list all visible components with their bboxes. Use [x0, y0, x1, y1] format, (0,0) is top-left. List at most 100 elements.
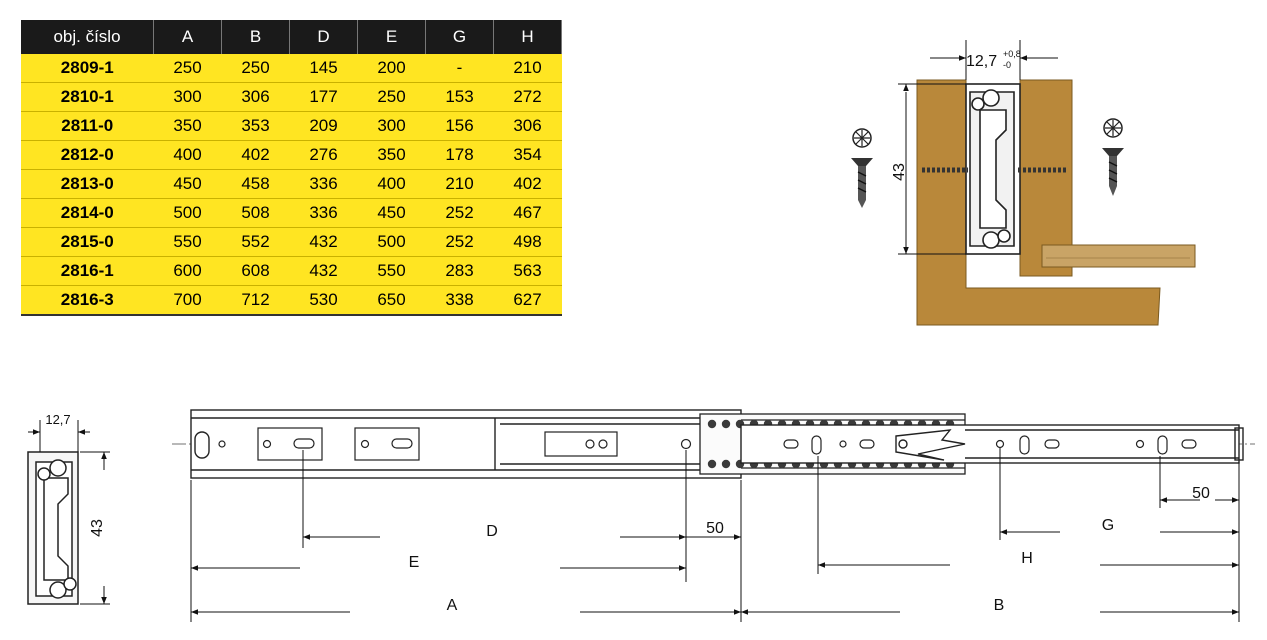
screw-icon-right [1102, 118, 1124, 196]
dimension-cell: 450 [153, 169, 222, 199]
dimension-label-g: G [1102, 517, 1114, 534]
profile-diagram: 12,7 43 [27, 412, 110, 605]
dimension-label-a: A [447, 597, 458, 614]
ball-bearing [707, 459, 717, 469]
product-code-cell: 2809-1 [21, 54, 154, 83]
dimension-cell: 250 [153, 54, 222, 83]
dimension-cell: 600 [153, 256, 222, 286]
dimension-cell: 700 [153, 285, 222, 316]
outer-rail-slots [218, 427, 729, 461]
slide-diagram: D 50 E A B H G 50 [172, 409, 1255, 622]
dimension-cell: 530 [289, 285, 358, 316]
mount-height-label: 43 [891, 163, 908, 181]
product-code-cell: 2810-1 [21, 82, 154, 112]
table-header-row: obj. číslo A B D E G H [21, 20, 562, 54]
dimension-cell: 306 [493, 111, 562, 141]
product-code-cell: 2813-0 [21, 169, 154, 199]
product-code-cell: 2816-1 [21, 256, 154, 286]
dimension-cell: 432 [289, 256, 358, 286]
dimension-cell: 400 [357, 169, 426, 199]
dimension-cell: 250 [357, 82, 426, 112]
dimension-label-50-left: 50 [706, 520, 724, 537]
dimension-cell: 498 [493, 227, 562, 257]
ball-bearing [721, 419, 731, 429]
dimension-cell: 353 [221, 111, 290, 141]
dimension-cell: 627 [493, 285, 562, 316]
dimension-label-50-right: 50 [1192, 485, 1210, 502]
dimension-cell: 712 [221, 285, 290, 316]
ball-bearing [721, 459, 731, 469]
dimension-cell: 252 [425, 198, 494, 228]
dimension-cell: 402 [493, 169, 562, 199]
dimension-cell: 153 [425, 82, 494, 112]
dimension-cell: 200 [357, 54, 426, 83]
dimension-cell: 467 [493, 198, 562, 228]
dimension-cell: 252 [425, 227, 494, 257]
dimension-cell: 458 [221, 169, 290, 199]
dimension-cell: 300 [153, 82, 222, 112]
dimension-cell: 508 [221, 198, 290, 228]
mount-tolerance-lower: -0 [1003, 60, 1011, 70]
dimension-cell: 500 [357, 227, 426, 257]
dimension-cell: 432 [289, 227, 358, 257]
header-cell: obj. číslo [21, 20, 154, 54]
dimension-cell: 178 [425, 140, 494, 170]
mount-width-dimension [930, 40, 1058, 80]
dimension-label-b: B [994, 597, 1005, 614]
header-cell: A [153, 20, 222, 54]
profile-height-label: 43 [89, 519, 106, 537]
ball-bearing [707, 419, 717, 429]
dimension-cell: 156 [425, 111, 494, 141]
drawer-bottom-board [1041, 244, 1196, 268]
dimension-cell: 177 [289, 82, 358, 112]
dimension-cell: 272 [493, 82, 562, 112]
dimension-cell: 500 [153, 198, 222, 228]
mount-height-dimension [898, 83, 966, 255]
dimension-cell: 608 [221, 256, 290, 286]
dimension-cell: 336 [289, 198, 358, 228]
mount-tolerance-upper: +0,8 [1003, 49, 1021, 59]
dimension-cell: 145 [289, 54, 358, 83]
drawer-side-panel [1019, 79, 1073, 277]
product-code-cell: 2812-0 [21, 140, 154, 170]
product-code-cell: 2814-0 [21, 198, 154, 228]
dimension-cell: 210 [493, 54, 562, 83]
dimension-cell: 209 [289, 111, 358, 141]
dimension-cell: 650 [357, 285, 426, 316]
header-cell: E [357, 20, 426, 54]
rail-profile-mount [965, 83, 1021, 255]
dimension-cell: 336 [289, 169, 358, 199]
dimension-label-h: H [1021, 550, 1033, 567]
dimension-cell: 250 [221, 54, 290, 83]
product-code-cell: 2811-0 [21, 111, 154, 141]
inner-rail-holes [783, 435, 1197, 455]
dimension-lines [190, 448, 1240, 622]
dimension-cell: 283 [425, 256, 494, 286]
dimension-cell: 563 [493, 256, 562, 286]
dimension-cell: 350 [153, 111, 222, 141]
mount-width-label: 12,7 [966, 53, 997, 70]
dimension-cell: 550 [357, 256, 426, 286]
header-cell: H [493, 20, 562, 54]
dimension-cell: 402 [221, 140, 290, 170]
dimension-cell: 306 [221, 82, 290, 112]
dimension-cell: 550 [153, 227, 222, 257]
dimension-cell: 552 [221, 227, 290, 257]
dimension-cell: 338 [425, 285, 494, 316]
dimension-cell: - [425, 54, 494, 83]
profile-width-label: 12,7 [45, 412, 70, 427]
dimension-label-e: E [409, 554, 420, 571]
header-cell: B [221, 20, 290, 54]
dimension-cell: 400 [153, 140, 222, 170]
product-code-cell: 2816-3 [21, 285, 154, 316]
dimension-cell: 276 [289, 140, 358, 170]
inner-rail [740, 424, 1244, 464]
